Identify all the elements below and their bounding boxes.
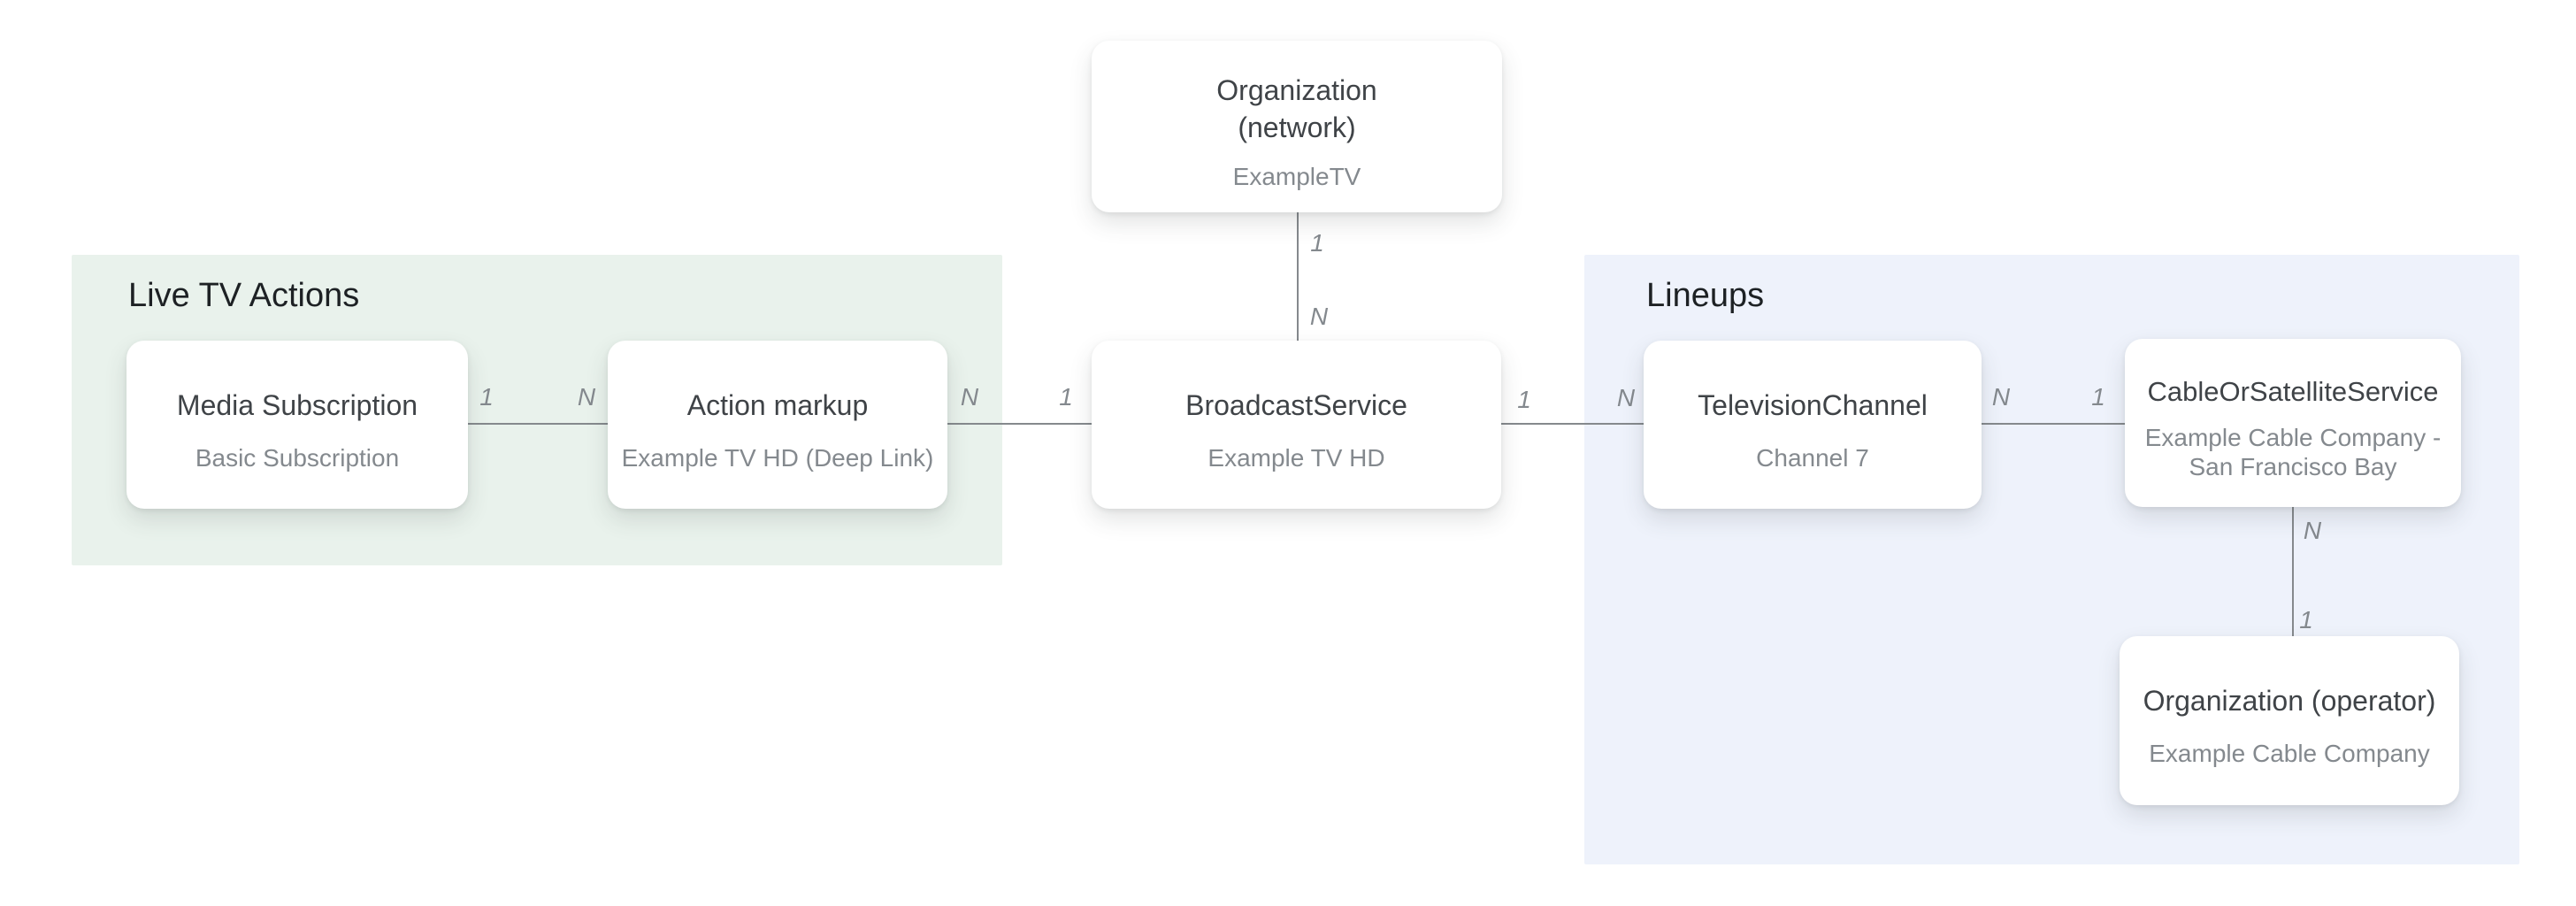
- cardinality-label: 1: [1059, 383, 1073, 411]
- cardinality-label: N: [1309, 303, 1329, 330]
- node-title: Organization (operator): [2143, 685, 2436, 717]
- cardinality-label: 1: [2091, 383, 2105, 411]
- cardinality-label: 1: [1310, 229, 1324, 257]
- node-title: BroadcastService: [1185, 388, 1407, 421]
- cardinality-label: 1: [479, 383, 494, 411]
- cardinality-label: N: [577, 383, 596, 411]
- edge-broadcast-service-television-channel: [1501, 423, 1644, 425]
- edge-action-markup-broadcast-service: [947, 423, 1092, 425]
- node-subtitle: Example Cable Company - San Francisco Ba…: [2144, 424, 2442, 480]
- node-title: TelevisionChannel: [1698, 388, 1928, 421]
- edge-cable-service-org-operator: [2292, 507, 2294, 636]
- node-org-operator: Organization (operator) Example Cable Co…: [2120, 636, 2459, 805]
- node-television-channel: TelevisionChannel Channel 7: [1644, 341, 1982, 509]
- node-subtitle: Channel 7: [1756, 443, 1869, 472]
- node-subtitle: ExampleTV: [1232, 162, 1361, 190]
- cardinality-label: N: [960, 383, 979, 411]
- node-media-subscription: Media Subscription Basic Subscription: [126, 341, 468, 509]
- cardinality-label: 1: [1517, 386, 1531, 413]
- cardinality-label: N: [1991, 383, 2011, 411]
- node-cable-or-satellite-service: CableOrSatelliteService Example Cable Co…: [2125, 339, 2461, 507]
- node-title: Action markup: [686, 388, 869, 421]
- node-subtitle: Example TV HD: [1208, 443, 1385, 472]
- edge-television-channel-cable-service: [1982, 423, 2125, 425]
- region-heading-live-tv-actions: Live TV Actions: [128, 277, 360, 314]
- node-subtitle: Basic Subscription: [195, 443, 400, 472]
- node-subtitle: Example Cable Company: [2149, 740, 2430, 767]
- region-heading-lineups: Lineups: [1646, 277, 1765, 314]
- node-broadcast-service: BroadcastService Example TV HD: [1092, 341, 1501, 509]
- node-subtitle: Example TV HD (Deep Link): [621, 443, 934, 472]
- node-action-markup: Action markup Example TV HD (Deep Link): [608, 341, 947, 509]
- edge-org-network-broadcast-service: [1297, 212, 1299, 341]
- cardinality-label: 1: [2299, 606, 2313, 633]
- node-title: CableOrSatelliteService: [2147, 376, 2439, 407]
- node-title: Organization (network): [1216, 73, 1377, 143]
- node-title: Media Subscription: [176, 388, 418, 421]
- node-org-network: Organization (network) ExampleTV: [1092, 41, 1502, 212]
- cardinality-label: N: [1616, 384, 1636, 411]
- edge-media-subscription-action-markup: [468, 423, 608, 425]
- cardinality-label: N: [2303, 517, 2322, 544]
